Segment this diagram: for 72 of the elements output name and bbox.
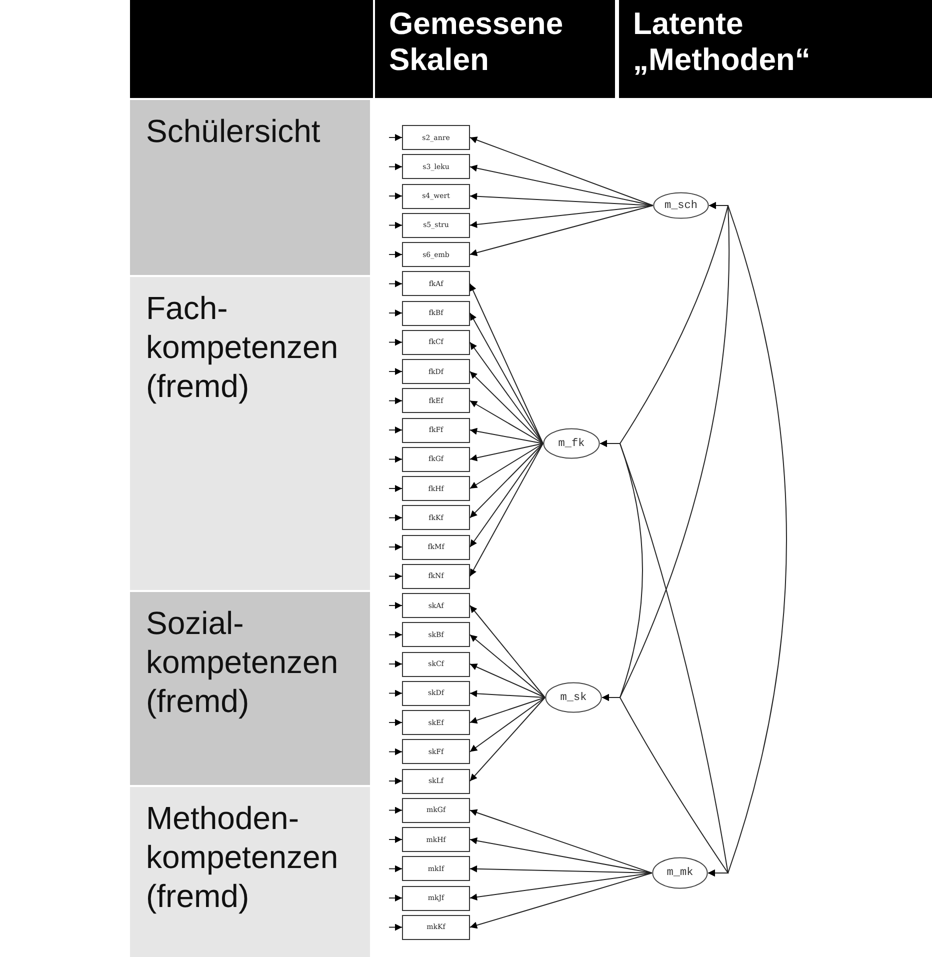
error-arrow — [388, 924, 402, 931]
latent-variable-ellipse — [653, 192, 709, 219]
error-arrow — [388, 806, 402, 814]
loading-arrow — [470, 205, 654, 228]
row-header: Sozial- kompetenzen (fremd) — [130, 592, 370, 785]
loading-arrow — [470, 342, 544, 444]
error-arrow — [388, 602, 402, 609]
loading-arrow — [470, 443, 544, 489]
latent-variable-ellipse — [543, 428, 600, 459]
loading-arrow — [470, 872, 652, 901]
error-arrow — [388, 310, 402, 316]
latent-variable-label: m_sk — [559, 692, 588, 704]
error-arrow — [388, 426, 402, 434]
error-arrow — [388, 836, 402, 843]
loading-arrow — [470, 634, 546, 698]
loading-arrow — [470, 371, 544, 444]
column-header: Gemessene Skalen — [375, 0, 615, 98]
loading-arrow — [470, 443, 544, 518]
loading-arrow — [470, 664, 546, 698]
error-arrow — [388, 778, 402, 784]
loading-arrow — [470, 136, 654, 206]
error-arrow — [388, 485, 402, 492]
loading-arrow — [470, 443, 544, 548]
loading-arrow — [470, 809, 652, 874]
loading-arrow — [470, 443, 544, 577]
error-arrow — [388, 456, 402, 463]
error-arrow — [388, 748, 402, 756]
error-arrow — [388, 660, 402, 668]
latent-variable-label: m_sch — [663, 200, 698, 212]
error-arrow — [388, 719, 402, 726]
row-header: Methoden- kompetenzen (fremd) — [130, 787, 370, 957]
error-arrow — [388, 865, 402, 872]
error-arrow — [388, 368, 402, 375]
loading-arrow — [470, 697, 546, 724]
error-arrow — [388, 690, 402, 697]
error-arrow — [388, 338, 402, 346]
loading-arrow — [470, 690, 546, 698]
latent-variable-label: m_fk — [557, 438, 586, 450]
loading-arrow — [470, 605, 546, 698]
loading-arrow — [470, 872, 652, 929]
loading-arrow — [470, 164, 654, 206]
loading-arrow — [470, 428, 544, 444]
error-arrow — [388, 544, 402, 550]
error-arrow — [388, 222, 402, 229]
row-header: Fach- kompetenzen (fremd) — [130, 277, 370, 590]
latent-variable-ellipse — [545, 682, 602, 713]
loading-arrow — [470, 865, 652, 874]
error-arrow — [388, 134, 402, 141]
error-arrow — [388, 572, 402, 580]
latent-variable-label: m_mk — [666, 867, 694, 879]
latent-variable-ellipse — [652, 857, 708, 889]
loading-arrow — [470, 443, 544, 462]
loading-arrow — [470, 697, 546, 782]
header-cell — [130, 0, 373, 98]
error-arrow — [388, 192, 402, 200]
loading-arrow — [470, 283, 544, 444]
covariance-arrow — [602, 694, 728, 876]
row-header: Schülersicht — [130, 100, 370, 275]
error-arrow — [388, 251, 402, 258]
loading-arrow — [470, 837, 652, 874]
error-arrow — [388, 894, 402, 902]
loading-arrow — [470, 312, 544, 444]
error-arrow — [388, 163, 402, 170]
error-arrow — [388, 280, 402, 288]
loading-arrow — [470, 400, 544, 444]
error-arrow — [388, 397, 402, 404]
error-arrow — [388, 514, 402, 522]
loading-arrow — [470, 205, 654, 256]
loading-arrow — [470, 697, 546, 752]
column-header: Latente „Methoden“ — [619, 0, 932, 98]
error-arrow — [388, 631, 402, 638]
loading-arrow — [470, 192, 654, 206]
